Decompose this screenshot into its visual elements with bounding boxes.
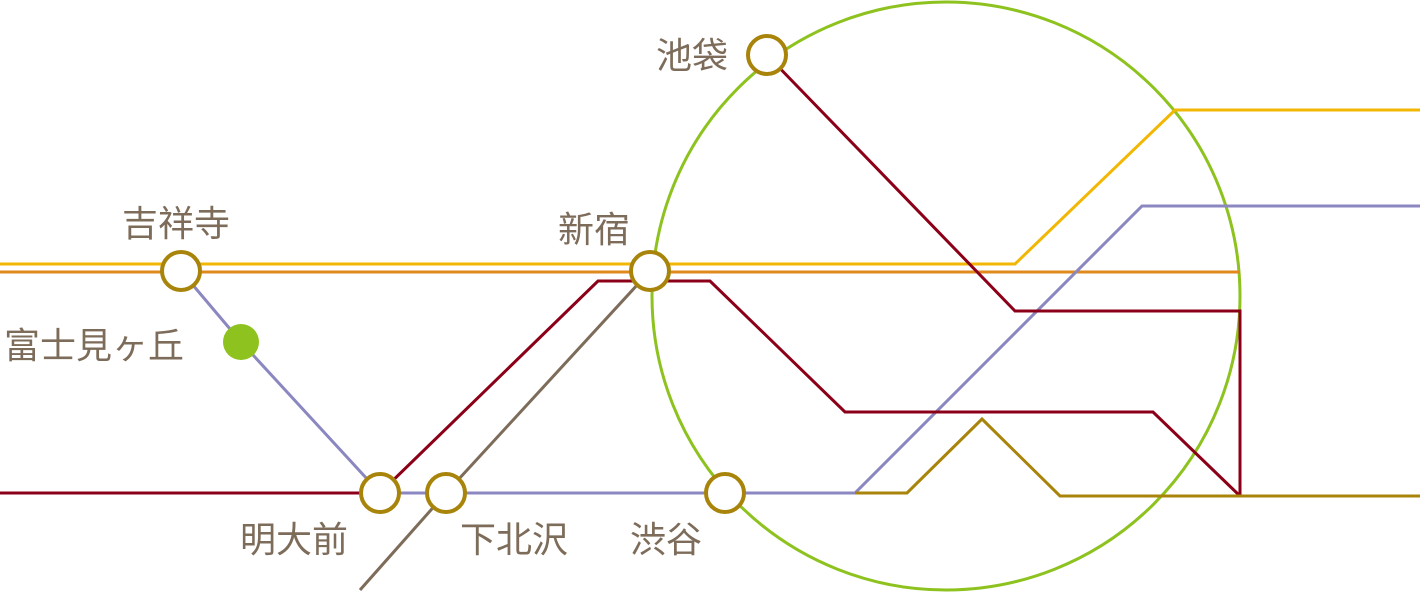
station-meidaimae-label: 明大前 (240, 520, 348, 561)
station-kichijoji-marker[interactable] (160, 250, 202, 292)
station-ikebukuro-label: 池袋 (656, 36, 728, 77)
yamanote-loop-line (650, 0, 1242, 592)
station-shinjuku-label: 新宿 (558, 210, 630, 251)
station-kichijoji-label: 吉祥寺 (122, 204, 230, 245)
olive-line (855, 416, 1420, 498)
station-shimokitazawa-label: 下北沢 (460, 520, 568, 561)
dark-red-line (0, 279, 1242, 498)
station-meidaimae-marker[interactable] (359, 472, 401, 514)
station-fujimigaoka-marker[interactable] (223, 324, 259, 360)
station-shibuya-marker[interactable] (704, 472, 746, 514)
station-ikebukuro-marker[interactable] (746, 34, 788, 76)
station-fujimigaoka-label: 富士見ヶ丘 (4, 326, 184, 367)
station-shimokitazawa-marker[interactable] (425, 472, 467, 514)
dark-red-line-ikebukuro (765, 53, 1242, 496)
yellow-line (0, 108, 1420, 266)
station-shibuya-label: 渋谷 (630, 520, 702, 561)
station-shinjuku-marker[interactable] (629, 250, 671, 292)
